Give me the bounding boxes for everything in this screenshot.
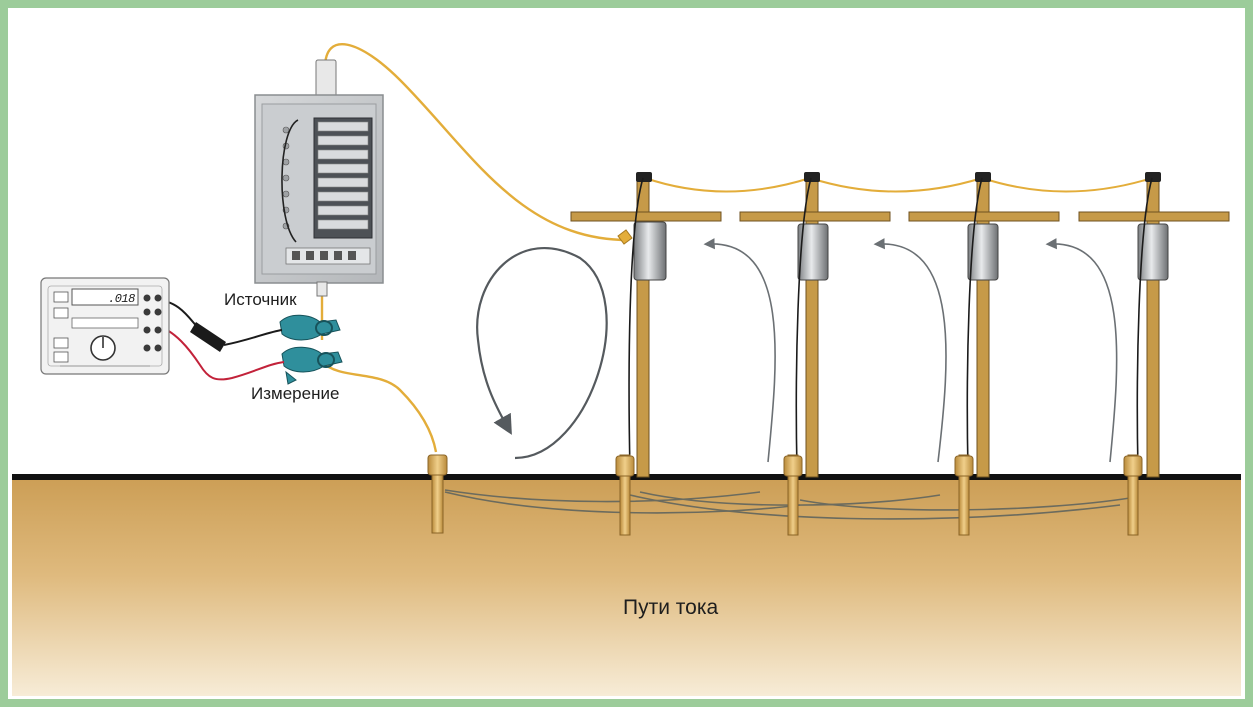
source-wire (323, 43, 629, 242)
red-lead (154, 324, 285, 381)
measurement-label: Измерение (251, 384, 340, 403)
pole-4 (1078, 172, 1230, 536)
pole-2 (739, 172, 891, 536)
black-lead-plug (190, 322, 226, 352)
meter-readout: .018 (108, 292, 135, 306)
current-clamp-measurement (281, 346, 343, 385)
ground-lead-wire (321, 361, 438, 453)
ground-rod (427, 454, 448, 534)
ground-tester (40, 277, 170, 375)
source-label: Источник (224, 290, 297, 309)
wire-clip (617, 229, 633, 245)
pole-3 (908, 172, 1060, 536)
current-clamp-source (279, 314, 341, 341)
current-arrows (703, 238, 1118, 463)
pole-1 (570, 172, 722, 536)
circular-current-arrow (476, 246, 608, 460)
overhead-wires (644, 177, 1153, 193)
current-paths-label: Пути тока (623, 596, 719, 619)
distribution-panel (254, 59, 384, 297)
